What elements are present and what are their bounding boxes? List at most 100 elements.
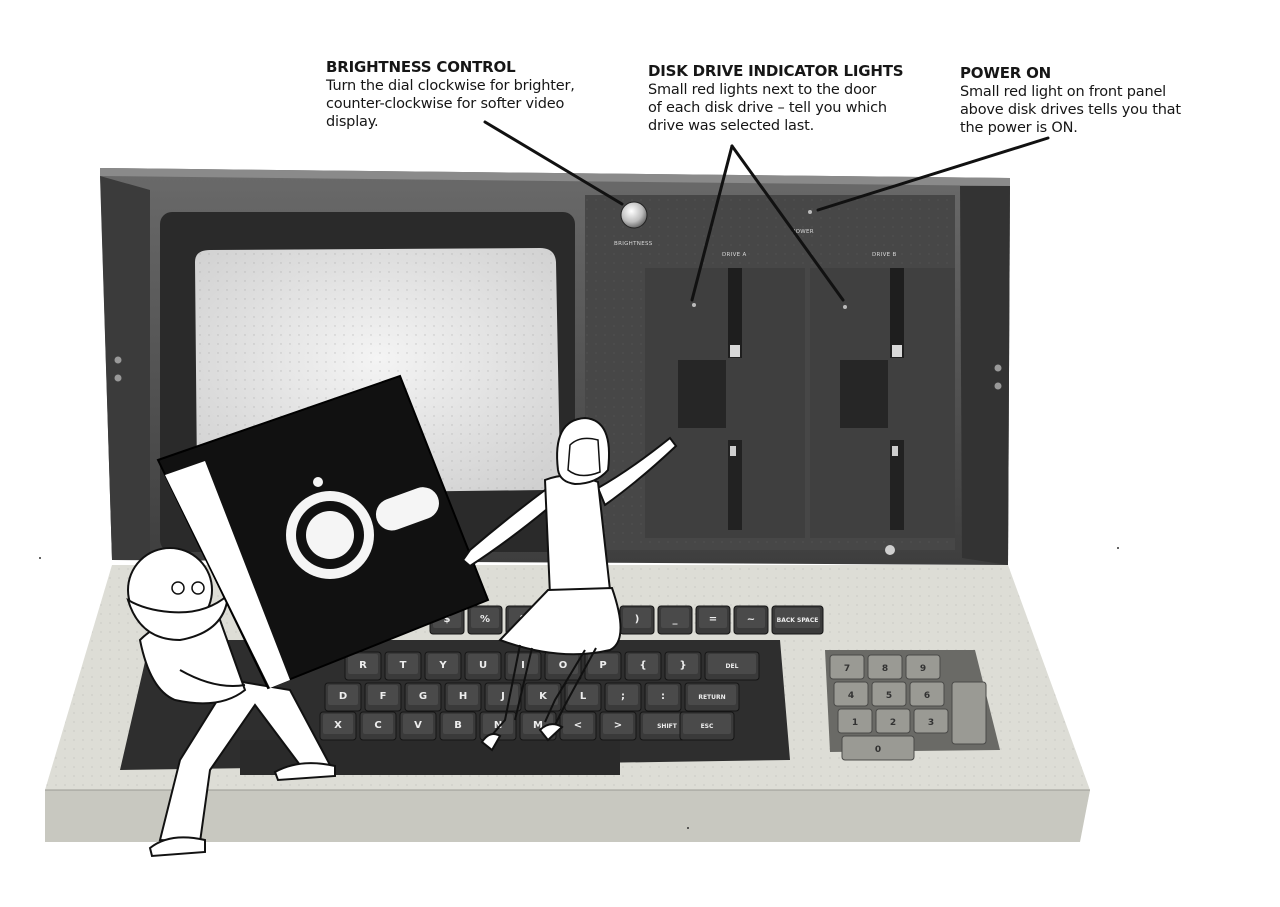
z-row-key[interactable]: ESC bbox=[679, 711, 735, 741]
top-row-key-label: BACK SPACE bbox=[777, 617, 819, 624]
brightness-pointer-line bbox=[483, 120, 624, 206]
a-row-key[interactable]: K bbox=[524, 682, 562, 712]
numpad-key-label: 9 bbox=[920, 664, 926, 674]
q-row-key-label: DEL bbox=[726, 663, 739, 670]
numpad-key[interactable]: 9 bbox=[905, 654, 941, 680]
numpad-key-label: 1 bbox=[852, 718, 858, 728]
numpad-key-label: 7 bbox=[844, 664, 850, 674]
z-row-key-label: > bbox=[614, 720, 622, 731]
woman-pointing-figure bbox=[461, 416, 678, 752]
q-row-key[interactable]: I bbox=[504, 651, 542, 681]
z-row-key[interactable]: B bbox=[439, 711, 477, 741]
z-row-key-label: B bbox=[454, 720, 462, 731]
power-callout-body: Small red light on front panel above dis… bbox=[960, 84, 1181, 136]
q-row-key-label: I bbox=[521, 660, 525, 671]
numpad-key[interactable]: 6 bbox=[909, 681, 945, 707]
z-row-key-label: < bbox=[574, 720, 582, 731]
z-row-key[interactable]: C bbox=[359, 711, 397, 741]
z-row-key-label: ESC bbox=[701, 723, 714, 730]
q-row-key[interactable]: } bbox=[664, 651, 702, 681]
q-row-key-label: } bbox=[679, 660, 686, 671]
top-row-key[interactable]: ) bbox=[619, 605, 655, 635]
top-row-key[interactable]: _ bbox=[657, 605, 693, 635]
disk-b-pointer-line bbox=[730, 144, 845, 302]
top-row-key[interactable]: ~ bbox=[733, 605, 769, 635]
q-row-key[interactable]: R bbox=[344, 651, 382, 681]
power-callout: POWER ON Small red light on front panel … bbox=[960, 64, 1181, 137]
z-row-key-label: N bbox=[494, 720, 502, 731]
disk-lights-callout-body: Small red lights next to the door of eac… bbox=[648, 82, 887, 134]
numpad-key[interactable]: 0 bbox=[841, 735, 915, 761]
a-row-key-label: H bbox=[459, 691, 467, 702]
top-row-key[interactable]: % bbox=[467, 605, 503, 635]
z-row-key-label: C bbox=[374, 720, 381, 731]
a-row-key[interactable]: : bbox=[644, 682, 682, 712]
top-row-key-label: $ bbox=[444, 614, 451, 625]
q-row-key-label: U bbox=[479, 660, 487, 671]
a-row-key-label: D bbox=[339, 691, 347, 702]
disk-a-pointer-line bbox=[690, 144, 734, 302]
z-row-key-label: SHIFT bbox=[657, 723, 678, 730]
callout-lines bbox=[483, 120, 1050, 302]
a-row-key[interactable]: ; bbox=[604, 682, 642, 712]
z-row-key-label: M bbox=[533, 720, 543, 731]
q-row-key-label: P bbox=[599, 660, 606, 671]
a-row-key-label: J bbox=[500, 691, 505, 702]
q-row-key[interactable]: U bbox=[464, 651, 502, 681]
top-row-key-label: % bbox=[480, 614, 490, 625]
numpad-enter-key[interactable] bbox=[951, 681, 987, 745]
q-row-key[interactable]: { bbox=[624, 651, 662, 681]
drive-a-label: DRIVE A bbox=[722, 252, 747, 258]
q-row-key[interactable]: T bbox=[384, 651, 422, 681]
numpad-key[interactable]: 1 bbox=[837, 708, 873, 734]
a-row-key-label: : bbox=[661, 691, 665, 702]
numpad-key[interactable]: 4 bbox=[833, 681, 869, 707]
drive-b: DRIVE B bbox=[810, 252, 955, 538]
z-row-key[interactable]: X bbox=[319, 711, 357, 741]
numpad-key[interactable]: 2 bbox=[875, 708, 911, 734]
numpad-key-label: 3 bbox=[928, 718, 934, 728]
brightness-callout-title: BRIGHTNESS CONTROL bbox=[326, 58, 516, 76]
drive-a: DRIVE A bbox=[645, 252, 805, 538]
a-row-key[interactable]: F bbox=[364, 682, 402, 712]
numpad-key[interactable]: 7 bbox=[829, 654, 865, 680]
a-row-key-label: L bbox=[580, 691, 587, 702]
a-row-key[interactable]: G bbox=[404, 682, 442, 712]
z-row-key[interactable]: > bbox=[599, 711, 637, 741]
brightness-panel-label: BRIGHTNESS bbox=[614, 241, 653, 247]
a-row-key-label: RETURN bbox=[698, 694, 725, 701]
a-row-key[interactable]: RETURN bbox=[684, 682, 740, 712]
q-row-key[interactable]: DEL bbox=[704, 651, 760, 681]
top-row-key[interactable]: = bbox=[695, 605, 731, 635]
z-row-key-label: V bbox=[414, 720, 422, 731]
z-row-key[interactable]: V bbox=[399, 711, 437, 741]
numpad-key-label: 6 bbox=[924, 691, 930, 701]
power-indicator-light bbox=[808, 210, 812, 214]
top-row-key[interactable]: BACK SPACE bbox=[771, 605, 824, 635]
a-row-key[interactable]: J bbox=[484, 682, 522, 712]
disk-lights-callout-title: DISK DRIVE INDICATOR LIGHTS bbox=[648, 62, 904, 80]
numpad-key[interactable]: 5 bbox=[871, 681, 907, 707]
q-row-key-label: O bbox=[559, 660, 568, 671]
z-row-key[interactable]: < bbox=[559, 711, 597, 741]
brightness-knob[interactable] bbox=[620, 201, 648, 229]
q-row-key-label: { bbox=[639, 660, 646, 671]
q-row-key[interactable]: Y bbox=[424, 651, 462, 681]
q-row-key[interactable]: P bbox=[584, 651, 622, 681]
numpad-key[interactable]: 3 bbox=[913, 708, 949, 734]
q-row-key-label: T bbox=[400, 660, 407, 671]
drive-a-indicator-light bbox=[692, 303, 696, 307]
a-row-key[interactable]: H bbox=[444, 682, 482, 712]
disk-lights-callout: DISK DRIVE INDICATOR LIGHTS Small red li… bbox=[648, 62, 904, 135]
man-carrying-disk-figure bbox=[126, 547, 336, 858]
a-row-key[interactable]: D bbox=[324, 682, 362, 712]
drive-b-label: DRIVE B bbox=[872, 252, 897, 258]
numpad-key-label: 8 bbox=[882, 664, 888, 674]
q-row-key-label: Y bbox=[438, 660, 447, 671]
numpad-key-label: 4 bbox=[848, 691, 854, 701]
numpad-key[interactable]: 8 bbox=[867, 654, 903, 680]
power-callout-title: POWER ON bbox=[960, 64, 1052, 82]
numpad-key-label: 2 bbox=[890, 718, 896, 728]
a-row-key-label: F bbox=[380, 691, 387, 702]
